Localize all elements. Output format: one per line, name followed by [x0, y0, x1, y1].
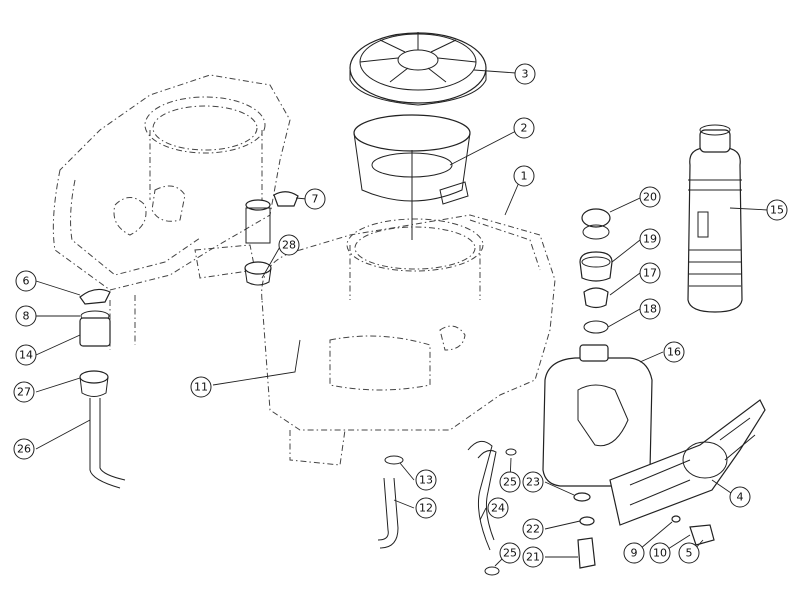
- callout-7: 7: [304, 188, 326, 210]
- callout-5: 5: [678, 542, 700, 564]
- small-cap-parts-drawing: [579, 208, 613, 334]
- callout-label: 18: [643, 303, 657, 316]
- callout-label: 19: [643, 233, 657, 246]
- callout-19: 19: [639, 228, 661, 250]
- callout-26: 26: [13, 438, 35, 460]
- callout-label: 21: [526, 551, 540, 564]
- callout-label: 23: [526, 476, 540, 489]
- hoses-drawing: [377, 440, 497, 551]
- callout-label: 16: [667, 346, 681, 359]
- callout-13: 13: [415, 469, 437, 491]
- strainer-drawing: [353, 114, 471, 240]
- callout-label: 25: [503, 476, 517, 489]
- callout-12: 12: [415, 497, 437, 519]
- callout-label: 12: [419, 502, 433, 515]
- callout-4: 4: [729, 486, 751, 508]
- callout-3: 3: [514, 63, 536, 85]
- leader-lines: [35, 69, 769, 567]
- callout-18: 18: [639, 298, 661, 320]
- callout-label: 14: [19, 349, 33, 362]
- callout-label: 8: [23, 310, 30, 323]
- rear-tank-drawing: [52, 74, 291, 350]
- callout-label: 20: [643, 191, 657, 204]
- callout-1: 1: [513, 165, 535, 187]
- callout-label: 13: [419, 474, 433, 487]
- fuel-can-drawing: [542, 344, 653, 487]
- callout-label: 1: [521, 170, 528, 183]
- filler-cap-drawing: [349, 32, 487, 106]
- callout-label: 15: [770, 204, 784, 217]
- callout-11: 11: [190, 376, 212, 398]
- callout-16: 16: [663, 341, 685, 363]
- callout-6: 6: [15, 270, 37, 292]
- callout-27: 27: [13, 381, 35, 403]
- callout-25-lower: 25: [499, 542, 521, 564]
- bottle-drawing: [687, 124, 743, 313]
- callout-label: 9: [631, 547, 638, 560]
- callout-23: 23: [522, 471, 544, 493]
- fittings-drawing: [79, 191, 715, 576]
- callout-24: 24: [487, 497, 509, 519]
- callout-label: 24: [491, 502, 505, 515]
- callout-25-upper: 25: [499, 471, 521, 493]
- callout-label: 17: [643, 267, 657, 280]
- emblem-plate-drawing: [609, 399, 766, 526]
- callout-label: 2: [521, 122, 528, 135]
- callout-label: 5: [686, 547, 693, 560]
- callout-9: 9: [623, 542, 645, 564]
- callout-label: 25: [503, 547, 517, 560]
- callout-label: 6: [23, 275, 30, 288]
- callout-10: 10: [649, 542, 671, 564]
- callout-20: 20: [639, 186, 661, 208]
- callout-21: 21: [522, 546, 544, 568]
- callout-label: 27: [17, 386, 31, 399]
- callout-label: 11: [194, 381, 208, 394]
- callout-17: 17: [639, 262, 661, 284]
- callout-label: 3: [522, 68, 529, 81]
- callout-8: 8: [15, 305, 37, 327]
- callout-label: 4: [737, 491, 744, 504]
- callout-14: 14: [15, 344, 37, 366]
- callout-22: 22: [522, 518, 544, 540]
- callout-label: 10: [653, 547, 667, 560]
- callout-label: 26: [17, 443, 31, 456]
- callout-2: 2: [513, 117, 535, 139]
- callout-15: 15: [766, 199, 788, 221]
- callout-label: 28: [282, 239, 296, 252]
- main-tank-drawing: [261, 214, 556, 466]
- callout-28: 28: [278, 234, 300, 256]
- callout-label: 22: [526, 523, 540, 536]
- callout-label: 7: [312, 193, 319, 206]
